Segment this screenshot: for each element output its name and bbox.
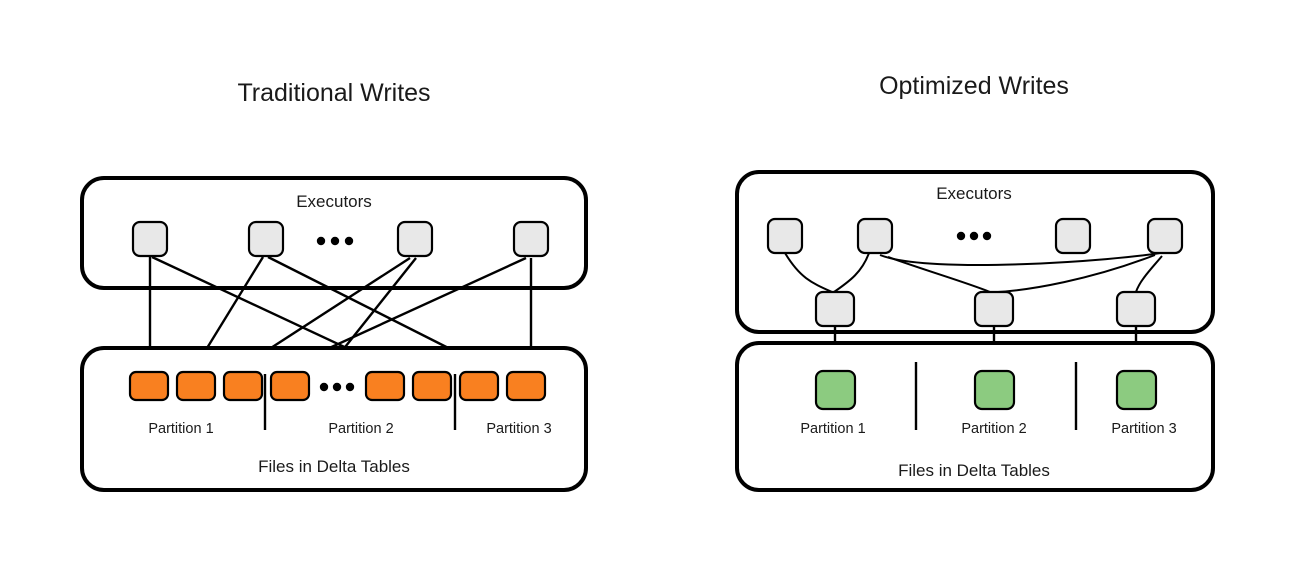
- traditional-file-7[interactable]: [458, 370, 500, 402]
- optimized-executor-3[interactable]: [1054, 217, 1092, 255]
- traditional-file-4[interactable]: [269, 370, 311, 402]
- optimized-file-3[interactable]: [1115, 369, 1158, 411]
- traditional-files-ellipsis-icon: [319, 382, 355, 392]
- optimized-executor-1[interactable]: [766, 217, 804, 255]
- traditional-file-6[interactable]: [411, 370, 453, 402]
- traditional-partition-label-2: Partition 2: [328, 421, 393, 437]
- traditional-files-label: Files in Delta Tables: [258, 457, 410, 476]
- optimized-partition-label-3: Partition 3: [1111, 421, 1176, 437]
- optimized-partition-label-1: Partition 1: [800, 421, 865, 437]
- traditional-file-8[interactable]: [505, 370, 547, 402]
- optimized-title: Optimized Writes: [879, 72, 1069, 100]
- traditional-executors-label: Executors: [296, 192, 372, 211]
- optimized-files-label: Files in Delta Tables: [898, 461, 1050, 480]
- traditional-file-2[interactable]: [175, 370, 217, 402]
- traditional-executor-4[interactable]: [512, 220, 550, 258]
- optimized-executor-2[interactable]: [856, 217, 894, 255]
- traditional-partition-label-1: Partition 1: [148, 421, 213, 437]
- traditional-partition-label-3: Partition 3: [486, 421, 551, 437]
- traditional-executor-1[interactable]: [131, 220, 169, 258]
- optimized-executors-panel: [735, 170, 1215, 334]
- optimized-file-2[interactable]: [973, 369, 1016, 411]
- optimized-partition-label-2: Partition 2: [961, 421, 1026, 437]
- traditional-executors-panel: [80, 176, 588, 290]
- optimized-executor-4[interactable]: [1146, 217, 1184, 255]
- traditional-executor-2[interactable]: [247, 220, 285, 258]
- traditional-executor-3[interactable]: [396, 220, 434, 258]
- traditional-file-1[interactable]: [128, 370, 170, 402]
- optimized-shuffle-node-1[interactable]: [814, 290, 856, 328]
- traditional-file-5[interactable]: [364, 370, 406, 402]
- optimized-executors-ellipsis-icon: [956, 231, 992, 241]
- optimized-executors-label: Executors: [936, 184, 1012, 203]
- optimized-shuffle-node-3[interactable]: [1115, 290, 1157, 328]
- traditional-title: Traditional Writes: [237, 79, 430, 107]
- optimized-file-1[interactable]: [814, 369, 857, 411]
- optimized-shuffle-edges: [784, 252, 1163, 293]
- traditional-executors-ellipsis-icon: [316, 236, 354, 246]
- optimized-shuffle-node-2[interactable]: [973, 290, 1015, 328]
- traditional-file-3[interactable]: [222, 370, 264, 402]
